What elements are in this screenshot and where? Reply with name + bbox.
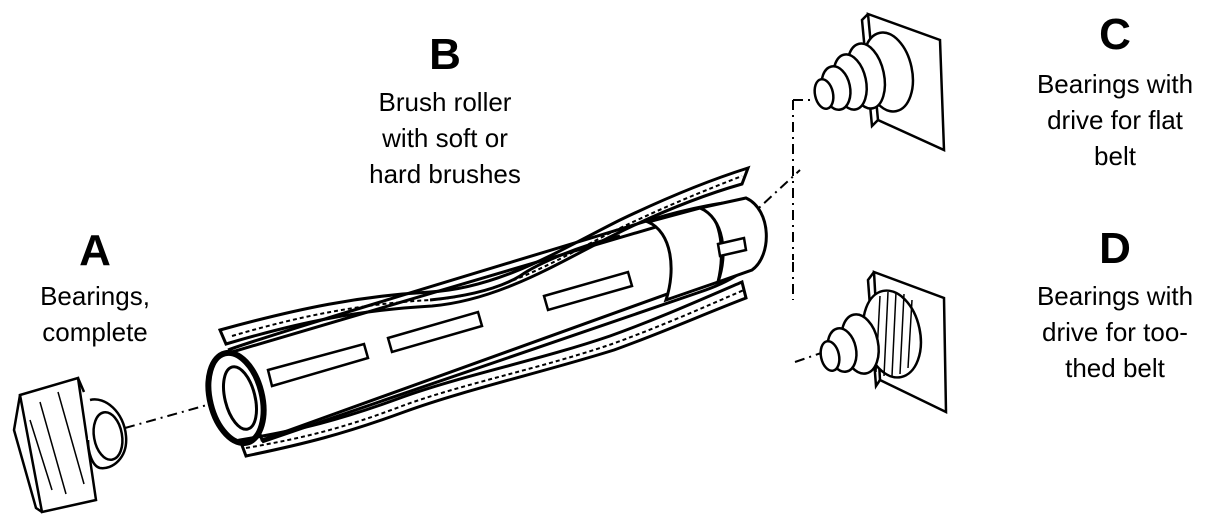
callout-b-line-2: with soft or bbox=[382, 123, 508, 153]
brush-strip-twist bbox=[429, 234, 621, 302]
callout-c-letter: C bbox=[1099, 10, 1131, 59]
callout-b-line-3: hard brushes bbox=[369, 159, 521, 189]
callout-c-line-2: drive for flat bbox=[1047, 105, 1183, 135]
callout-c-caption: Bearings with drive for flat belt bbox=[1010, 66, 1220, 174]
callout-d: D Bearings with drive for too- thed belt bbox=[1010, 226, 1220, 386]
roller-left-end-inner bbox=[222, 365, 258, 431]
callout-a-line-2: complete bbox=[42, 317, 148, 347]
bearing-d-drawing bbox=[819, 270, 948, 415]
roller-slots bbox=[266, 236, 748, 388]
callout-d-line-2: drive for too- bbox=[1042, 317, 1188, 347]
brush-roller-drawing bbox=[205, 165, 768, 458]
bearing-a-flange bbox=[18, 376, 98, 514]
callout-c: C Bearings with drive for flat belt bbox=[1010, 12, 1220, 174]
callout-c-line-1: Bearings with bbox=[1036, 69, 1194, 99]
brush-strip-bottom bbox=[237, 279, 748, 458]
bearing-a-flange-edge bbox=[12, 377, 86, 514]
bearing-a-drawing bbox=[12, 376, 128, 514]
callout-a-letter: A bbox=[79, 226, 111, 275]
callout-b: B Brush roller with soft or hard brushes bbox=[320, 32, 570, 192]
callout-d-caption: Bearings with drive for too- thed belt bbox=[1010, 278, 1220, 386]
callout-d-line-3: thed belt bbox=[1065, 353, 1165, 383]
callout-a-line-1: Bearings, bbox=[40, 281, 150, 311]
callout-a-caption: Bearings, complete bbox=[0, 278, 190, 350]
callout-b-letter: B bbox=[429, 30, 461, 79]
callout-a: A Bearings, complete bbox=[0, 228, 190, 350]
callout-b-line-1: Brush roller bbox=[378, 87, 512, 117]
bearing-a-hub-face bbox=[92, 410, 124, 462]
callout-c-line-3: belt bbox=[1094, 141, 1136, 171]
brush-strip-top bbox=[217, 165, 751, 346]
callout-b-caption: Brush roller with soft or hard brushes bbox=[320, 84, 570, 192]
bearing-c-shaft bbox=[813, 77, 835, 111]
axis-line-c-bracket bbox=[792, 99, 810, 260]
bearing-c-drawing bbox=[813, 12, 946, 152]
callout-d-line-1: Bearings with bbox=[1036, 281, 1194, 311]
bearing-d-shaft bbox=[819, 339, 841, 373]
callout-d-letter: D bbox=[1099, 224, 1131, 273]
